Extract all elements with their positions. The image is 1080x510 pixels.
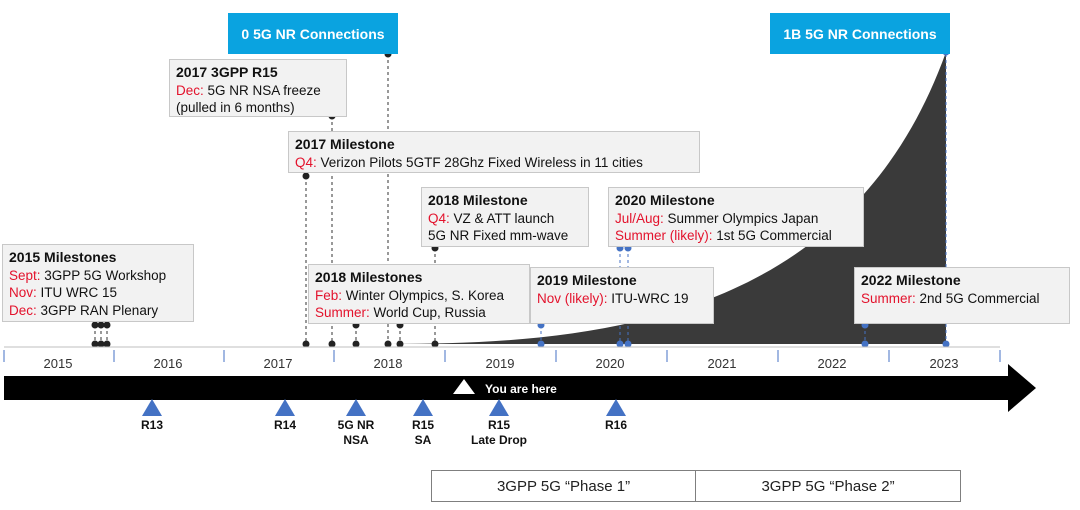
release-label-r14: R14 (273, 418, 296, 432)
milestone-2015: 2015 Milestones Sept: 3GPP 5G Workshop N… (2, 244, 194, 322)
year-label-2020: 2020 (595, 356, 625, 371)
release-markers (142, 399, 626, 416)
milestone-2020: 2020 Milestone Jul/Aug: Summer Olympics … (608, 187, 864, 247)
milestone-title: 2017 3GPP R15 (176, 64, 278, 80)
adoption-curve (390, 52, 946, 344)
phase-2-box: 3GPP 5G “Phase 2” (695, 470, 961, 502)
year-label-2021: 2021 (707, 356, 737, 371)
milestone-2018-q4: 2018 Milestone Q4: VZ & ATT launch 5G NR… (421, 187, 589, 247)
release-label-r16: R16 (604, 418, 627, 432)
year-label-2023: 2023 (929, 356, 959, 371)
year-ticks (3, 350, 1001, 362)
milestone-2017: 2017 Milestone Q4: Verizon Pilots 5GTF 2… (288, 131, 700, 173)
release-label-5g-nr-nsa: 5G NR NSA (337, 418, 375, 447)
milestone-title: 2020 Milestone (615, 192, 715, 208)
milestone-2019: 2019 Milestone Nov (likely): ITU-WRC 19 (530, 267, 714, 324)
milestone-2017-r15: 2017 3GPP R15 Dec: 5G NR NSA freeze (pul… (169, 59, 347, 117)
release-label-r13: R13 (140, 418, 163, 432)
year-label-2022: 2022 (817, 356, 847, 371)
start-connections-box: 0 5G NR Connections (228, 13, 398, 54)
milestone-title: 2018 Milestones (315, 269, 423, 285)
milestone-title: 2019 Milestone (537, 272, 637, 288)
you-are-here-marker (453, 379, 475, 394)
year-label-2015: 2015 (43, 356, 73, 371)
milestone-title: 2022 Milestone (861, 272, 961, 288)
you-are-here-label: You are here (485, 382, 557, 396)
milestone-title: 2018 Milestone (428, 192, 528, 208)
release-label-r15-sa: R15 SA (411, 418, 434, 447)
milestone-title: 2015 Milestones (9, 249, 117, 265)
timeline-arrow (4, 364, 1036, 412)
year-label-2019: 2019 (485, 356, 515, 371)
release-label-r15-late-drop: R15 Late Drop (470, 418, 527, 447)
milestone-2018: 2018 Milestones Feb: Winter Olympics, S.… (308, 264, 530, 324)
milestone-title: 2017 Milestone (295, 136, 395, 152)
year-label-2018: 2018 (373, 356, 403, 371)
phase-1-box: 3GPP 5G “Phase 1” (431, 470, 696, 502)
milestone-2022: 2022 Milestone Summer: 2nd 5G Commercial (854, 267, 1070, 324)
end-connections-box: 1B 5G NR Connections (770, 13, 950, 54)
year-label-2017: 2017 (263, 356, 293, 371)
year-label-2016: 2016 (153, 356, 183, 371)
